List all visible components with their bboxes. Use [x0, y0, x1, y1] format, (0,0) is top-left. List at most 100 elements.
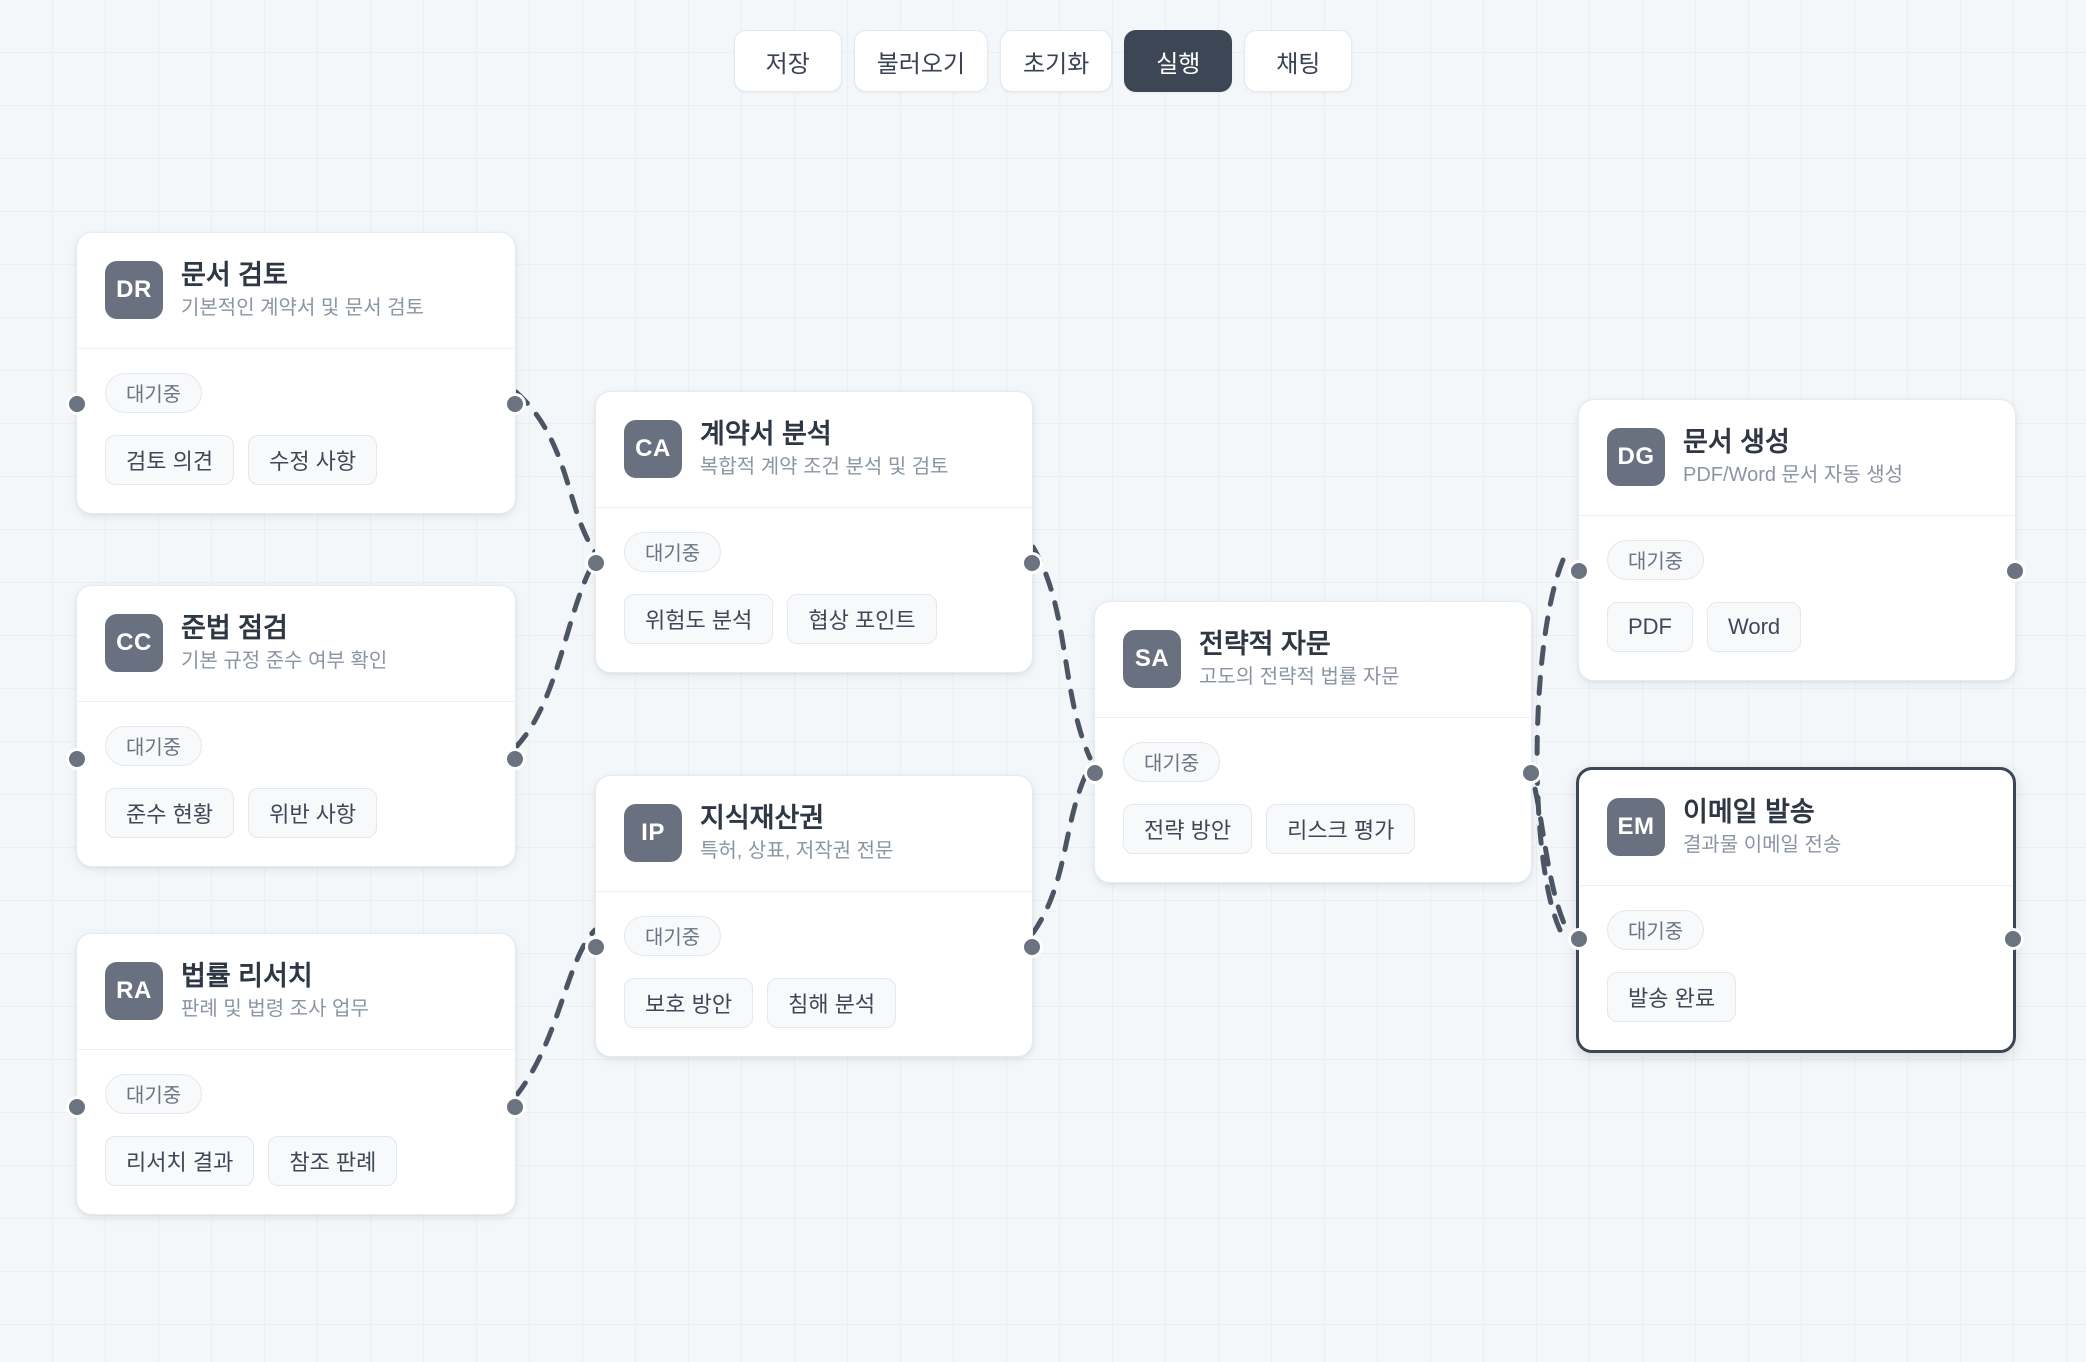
node-compliance-check[interactable]: CC 준법 점검 기본 규정 준수 여부 확인 대기중 준수 현황 위반 사항: [66, 585, 526, 867]
node-avatar: CC: [105, 614, 163, 673]
node-subtitle: 판례 및 법령 조사 업무: [181, 997, 369, 1020]
status-badge: 대기중: [105, 372, 203, 413]
output-port[interactable]: [1520, 762, 1542, 784]
output-chip[interactable]: 준수 현황: [105, 787, 235, 838]
node-header: SA 전략적 자문 고도의 전략적 법률 자문: [1095, 602, 1531, 718]
output-chip[interactable]: Word: [1707, 601, 1802, 652]
node-avatar: RA: [105, 962, 163, 1021]
node-body: 대기중 보호 방안 침해 분석: [596, 892, 1032, 1056]
node-subtitle: 기본적인 계약서 및 문서 검토: [181, 296, 425, 319]
node-body: 대기중 준수 현황 위반 사항: [77, 702, 515, 866]
output-port[interactable]: [504, 393, 526, 415]
input-port[interactable]: [585, 936, 607, 958]
node-avatar: IP: [624, 804, 682, 863]
load-button[interactable]: 불러오기: [853, 30, 989, 92]
node-header: CA 계약서 분석 복합적 계약 조건 분석 및 검토: [596, 392, 1032, 508]
output-chip[interactable]: 수정 사항: [248, 434, 378, 485]
node-header: CC 준법 점검 기본 규정 준수 여부 확인: [77, 586, 515, 702]
node-body: 대기중 PDF Word: [1579, 516, 2015, 680]
output-chip[interactable]: 전략 방안: [1123, 803, 1253, 854]
input-port[interactable]: [585, 552, 607, 574]
node-subtitle: 고도의 전략적 법률 자문: [1199, 665, 1400, 688]
node-subtitle: 결과물 이메일 전송: [1683, 833, 1842, 856]
status-badge: 대기중: [624, 915, 722, 956]
node-header: DG 문서 생성 PDF/Word 문서 자동 생성: [1579, 400, 2015, 516]
node-body: 대기중 전략 방안 리스크 평가: [1095, 718, 1531, 882]
node-email-send[interactable]: EM 이메일 발송 결과물 이메일 전송 대기중 발송 완료: [1568, 767, 2024, 1053]
reset-button[interactable]: 초기화: [1000, 30, 1113, 92]
node-title: 이메일 발송: [1683, 797, 1815, 827]
output-chip[interactable]: 검토 의견: [105, 434, 235, 485]
output-chips: PDF Word: [1607, 601, 1987, 652]
node-document-generation[interactable]: DG 문서 생성 PDF/Word 문서 자동 생성 대기중 PDF Word: [1568, 399, 2026, 681]
node-title: 지식재산권: [700, 803, 825, 833]
output-port[interactable]: [1021, 936, 1043, 958]
input-port[interactable]: [1084, 762, 1106, 784]
output-port[interactable]: [1021, 552, 1043, 574]
node-header: IP 지식재산권 특허, 상표, 저작권 전문: [596, 776, 1032, 892]
node-title: 문서 검토: [181, 260, 288, 290]
workflow-toolbar: 저장 불러오기 초기화 실행 채팅: [0, 30, 2086, 92]
node-strategic-advisory[interactable]: SA 전략적 자문 고도의 전략적 법률 자문 대기중 전략 방안 리스크 평가: [1084, 601, 1542, 883]
output-chip[interactable]: 위험도 분석: [624, 593, 774, 644]
status-badge: 대기중: [624, 531, 722, 572]
node-avatar: CA: [624, 420, 682, 479]
status-badge: 대기중: [105, 1073, 203, 1114]
status-badge: 대기중: [105, 725, 203, 766]
input-port[interactable]: [1568, 560, 1590, 582]
output-chip[interactable]: 침해 분석: [767, 977, 897, 1028]
node-subtitle: 기본 규정 준수 여부 확인: [181, 649, 388, 672]
node-avatar: DG: [1607, 428, 1665, 487]
node-body: 대기중 위험도 분석 협상 포인트: [596, 508, 1032, 672]
output-chips: 검토 의견 수정 사항: [105, 434, 487, 485]
node-title: 문서 생성: [1683, 427, 1790, 457]
node-body: 대기중 발송 완료: [1579, 886, 2013, 1050]
status-badge: 대기중: [1123, 741, 1221, 782]
save-button[interactable]: 저장: [733, 30, 842, 92]
node-contract-analysis[interactable]: CA 계약서 분석 복합적 계약 조건 분석 및 검토 대기중 위험도 분석 협…: [585, 391, 1043, 673]
node-title: 법률 리서치: [181, 961, 313, 991]
output-chips: 전략 방안 리스크 평가: [1123, 803, 1503, 854]
output-chip[interactable]: 협상 포인트: [787, 593, 937, 644]
node-header: DR 문서 검토 기본적인 계약서 및 문서 검토: [77, 233, 515, 349]
input-port[interactable]: [66, 748, 88, 770]
node-title: 전략적 자문: [1199, 629, 1331, 659]
output-port[interactable]: [504, 1096, 526, 1118]
node-avatar: SA: [1123, 630, 1181, 689]
input-port[interactable]: [66, 393, 88, 415]
output-port[interactable]: [2002, 928, 2024, 950]
output-chips: 보호 방안 침해 분석: [624, 977, 1004, 1028]
output-chips: 발송 완료: [1607, 971, 1985, 1022]
node-avatar: EM: [1607, 798, 1665, 857]
node-subtitle: 복합적 계약 조건 분석 및 검토: [700, 455, 949, 478]
output-port[interactable]: [504, 748, 526, 770]
input-port[interactable]: [66, 1096, 88, 1118]
output-chip[interactable]: 리서치 결과: [105, 1135, 255, 1186]
status-badge: 대기중: [1607, 539, 1705, 580]
run-button[interactable]: 실행: [1124, 30, 1233, 92]
output-chip[interactable]: 위반 사항: [248, 787, 378, 838]
node-header: RA 법률 리서치 판례 및 법령 조사 업무: [77, 934, 515, 1050]
output-chip[interactable]: 보호 방안: [624, 977, 754, 1028]
output-chips: 준수 현황 위반 사항: [105, 787, 487, 838]
output-chip[interactable]: 참조 판례: [268, 1135, 398, 1186]
node-title: 준법 점검: [181, 613, 288, 643]
node-body: 대기중 검토 의견 수정 사항: [77, 349, 515, 513]
output-port[interactable]: [2004, 560, 2026, 582]
node-subtitle: 특허, 상표, 저작권 전문: [700, 839, 894, 862]
node-header: EM 이메일 발송 결과물 이메일 전송: [1579, 770, 2013, 886]
node-intellectual-property[interactable]: IP 지식재산권 특허, 상표, 저작권 전문 대기중 보호 방안 침해 분석: [585, 775, 1043, 1057]
input-port[interactable]: [1568, 928, 1590, 950]
output-chip[interactable]: 발송 완료: [1607, 971, 1737, 1022]
node-title: 계약서 분석: [700, 419, 832, 449]
node-legal-research[interactable]: RA 법률 리서치 판례 및 법령 조사 업무 대기중 리서치 결과 참조 판례: [66, 933, 526, 1215]
node-avatar: DR: [105, 261, 163, 320]
node-body: 대기중 리서치 결과 참조 판례: [77, 1050, 515, 1214]
output-chip[interactable]: PDF: [1607, 601, 1693, 652]
output-chips: 리서치 결과 참조 판례: [105, 1135, 487, 1186]
chat-button[interactable]: 채팅: [1244, 30, 1353, 92]
output-chips: 위험도 분석 협상 포인트: [624, 593, 1004, 644]
status-badge: 대기중: [1607, 909, 1705, 950]
output-chip[interactable]: 리스크 평가: [1266, 803, 1416, 854]
node-document-review[interactable]: DR 문서 검토 기본적인 계약서 및 문서 검토 대기중 검토 의견 수정 사…: [66, 232, 526, 514]
